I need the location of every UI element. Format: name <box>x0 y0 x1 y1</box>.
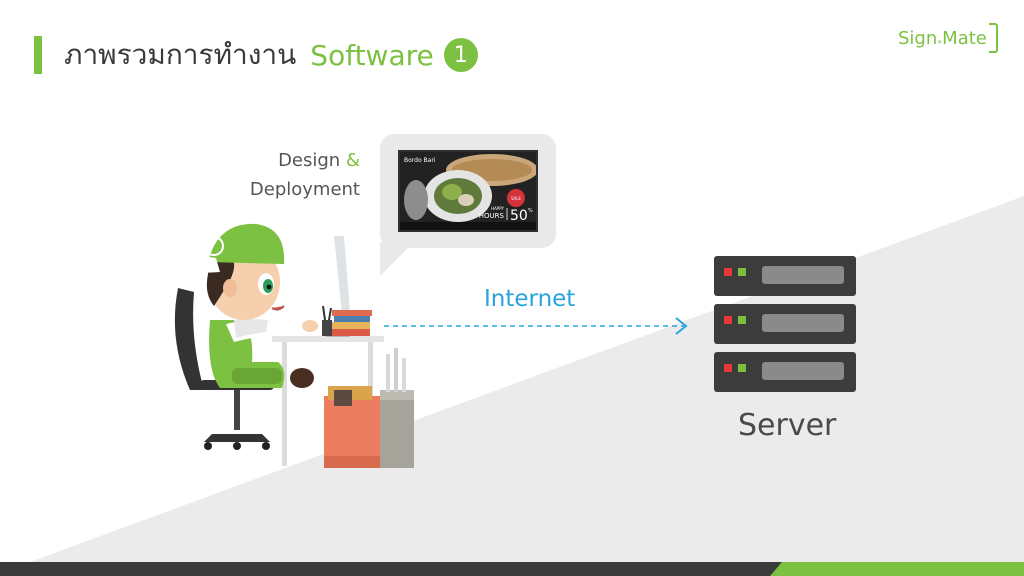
sale-badge-text: SALE <box>511 196 522 201</box>
discount-text: 50 <box>510 208 528 224</box>
desk-top <box>272 336 384 342</box>
page-title: ภาพรวมการทำงาน Software 1 <box>64 34 478 76</box>
office-chair <box>174 288 204 390</box>
designer-at-desk-illustration <box>174 223 414 468</box>
design-text: Design <box>278 150 341 171</box>
screen-brand-text: Bordo Bari <box>404 157 436 164</box>
step-number-badge: 1 <box>443 38 478 72</box>
person-ear <box>223 279 237 297</box>
signage-preview-screen: Bordo Bari SALE HAPPY HOURS 50 % <box>398 150 538 232</box>
cap-brim <box>176 256 220 273</box>
speech-bubble-tail <box>380 242 414 276</box>
cap-logo-icon <box>204 236 224 256</box>
server-unit-3 <box>714 352 856 392</box>
server-label: Server <box>738 408 837 443</box>
monitor <box>334 236 350 314</box>
person-shoe <box>290 368 314 388</box>
happy-text: HAPPY <box>491 206 504 211</box>
server-unit-2 <box>714 304 856 344</box>
logo-wifi-icon: » <box>937 36 943 46</box>
logo-frame-icon <box>988 23 998 53</box>
server-unit-1 <box>714 256 856 296</box>
hours-text: HOURS <box>479 212 505 220</box>
internet-connection-arrow <box>384 317 688 335</box>
title-accent-bar <box>34 36 42 74</box>
signage-content: Bordo Bari SALE HAPPY HOURS 50 % <box>400 152 536 230</box>
desk-leg <box>282 342 287 466</box>
signmate-logo: Sign»Mate <box>898 22 998 54</box>
logo-text-sign: Sign <box>898 27 938 49</box>
title-software-text: Software <box>310 38 434 72</box>
sale-badge <box>507 189 525 207</box>
title-thai-text: ภาพรวมการทำงาน <box>64 38 297 71</box>
ampersand-text: & <box>345 150 360 171</box>
file-holder <box>380 390 414 468</box>
footer-bar <box>0 562 1024 576</box>
logo-text-mate: Mate <box>942 27 987 49</box>
internet-label: Internet <box>484 286 576 312</box>
person-cap <box>208 223 285 264</box>
pen-cup <box>322 320 332 336</box>
server-icon <box>714 256 856 392</box>
footer-accent-bar <box>770 562 1024 576</box>
deployment-text: Deployment <box>249 179 360 200</box>
glass-image <box>404 180 428 220</box>
design-deployment-label: Design & Deployment <box>230 146 360 204</box>
book-stack <box>332 310 372 316</box>
percent-text: % <box>528 208 533 214</box>
